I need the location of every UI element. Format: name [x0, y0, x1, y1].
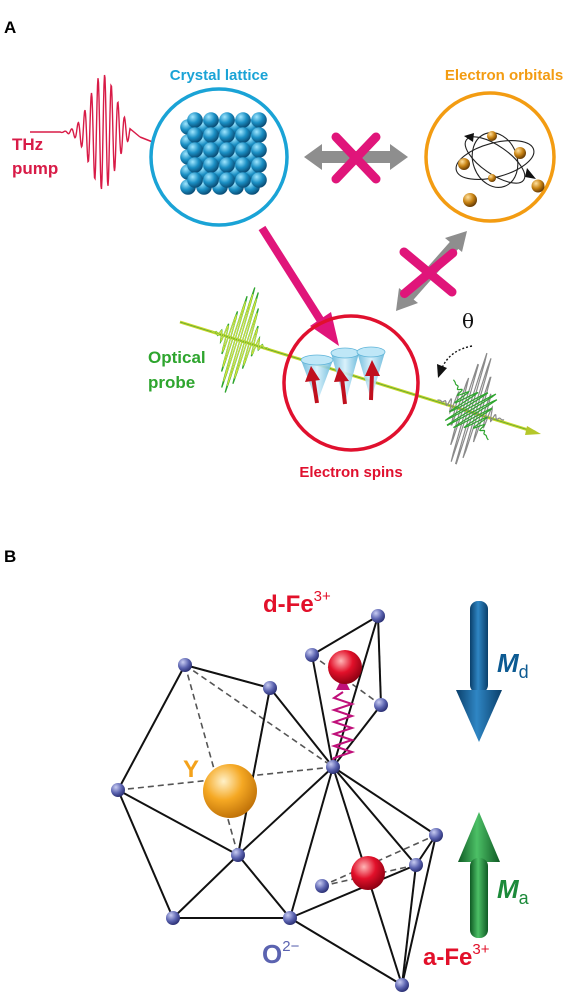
lattice-atom [219, 112, 235, 128]
a-site-iron-ion [351, 856, 385, 890]
cross-mark-1b [331, 132, 381, 184]
lattice-atom [235, 127, 251, 143]
lattice-atom [219, 127, 235, 143]
dashed-bonds [117, 615, 437, 986]
lattice-atom [203, 127, 219, 143]
md-magnetization-arrow [456, 601, 502, 742]
ma-label-subscript: a [519, 888, 530, 908]
optical-probe-beam [179, 287, 541, 465]
optical-probe-label-line2: probe [148, 373, 195, 392]
spin-cones [300, 346, 386, 405]
lattice-atom [251, 157, 267, 173]
no-coupling-lattice-orbitals [304, 132, 408, 184]
lattice-atom [187, 127, 203, 143]
yttrium-label: Y [183, 756, 199, 783]
orbital-drawing [455, 131, 545, 207]
oxygen-label-main: O [262, 939, 282, 969]
lattice-atoms [180, 112, 267, 195]
panel-b: B [4, 547, 530, 992]
lattice-atom [203, 142, 219, 158]
a-fe-label-charge: 3+ [472, 941, 489, 958]
ma-label-main: M [497, 874, 520, 904]
d-fe-label-charge: 3+ [314, 588, 331, 605]
lattice-atom [187, 112, 203, 128]
lattice-atom [187, 142, 203, 158]
panel-b-letter: B [4, 547, 16, 566]
thz-label-line1: THz [12, 135, 43, 154]
crystal-lattice-label: Crystal lattice [170, 67, 268, 84]
lattice-atom [219, 157, 235, 173]
lattice-atom [251, 172, 267, 188]
oxygen-label-charge: 2− [282, 938, 299, 955]
lattice-atom [235, 112, 251, 128]
oxygen-atoms [111, 609, 443, 992]
optical-probe-label-line1: Optical [148, 348, 206, 367]
thz-label-line2: pump [12, 159, 58, 178]
lattice-atom [251, 142, 267, 158]
lattice-atom [235, 172, 251, 188]
md-label-subscript: d [519, 662, 529, 682]
oxygen-label: O2− [262, 938, 300, 969]
panel-a-letter: A [4, 18, 16, 37]
lattice-atom [251, 112, 267, 128]
electron-spins-circle [282, 314, 420, 452]
md-label: Md [497, 648, 529, 682]
yttrium-ion [203, 764, 257, 818]
solid-bonds [117, 615, 437, 986]
md-label-main: M [497, 648, 520, 678]
ma-label: Ma [497, 874, 530, 908]
rotation-angle-arc [441, 345, 473, 369]
lattice-atom [203, 112, 219, 128]
lattice-to-spins-arrow [258, 225, 339, 346]
electron-spins-label: Electron spins [299, 464, 402, 481]
lattice-atom [219, 142, 235, 158]
d-site-iron-ion [328, 650, 362, 684]
d-fe-label: d-Fe3+ [263, 588, 331, 618]
lattice-atom [187, 172, 203, 188]
lattice-atom [203, 172, 219, 188]
electron-orbitals-label: Electron orbitals [445, 67, 563, 84]
theta-symbol: θ [462, 309, 474, 333]
rotation-angle-arrowhead [437, 364, 447, 378]
d-fe-label-main: d-Fe [263, 591, 314, 618]
lattice-atom [203, 157, 219, 173]
electron-orbitals-circle [424, 91, 556, 223]
lattice-atom [235, 157, 251, 173]
lattice-atom [251, 127, 267, 143]
lattice-atom [187, 157, 203, 173]
panel-a: A THz pump Crystal lattice Electron orbi… [4, 18, 563, 481]
ma-magnetization-arrow [458, 812, 500, 938]
no-coupling-spins-orbitals [396, 231, 467, 311]
lattice-atom [219, 172, 235, 188]
a-fe-label: a-Fe3+ [423, 941, 490, 971]
a-fe-label-main: a-Fe [423, 944, 472, 971]
exchange-coupling-spring [330, 691, 356, 761]
lattice-atom [235, 142, 251, 158]
